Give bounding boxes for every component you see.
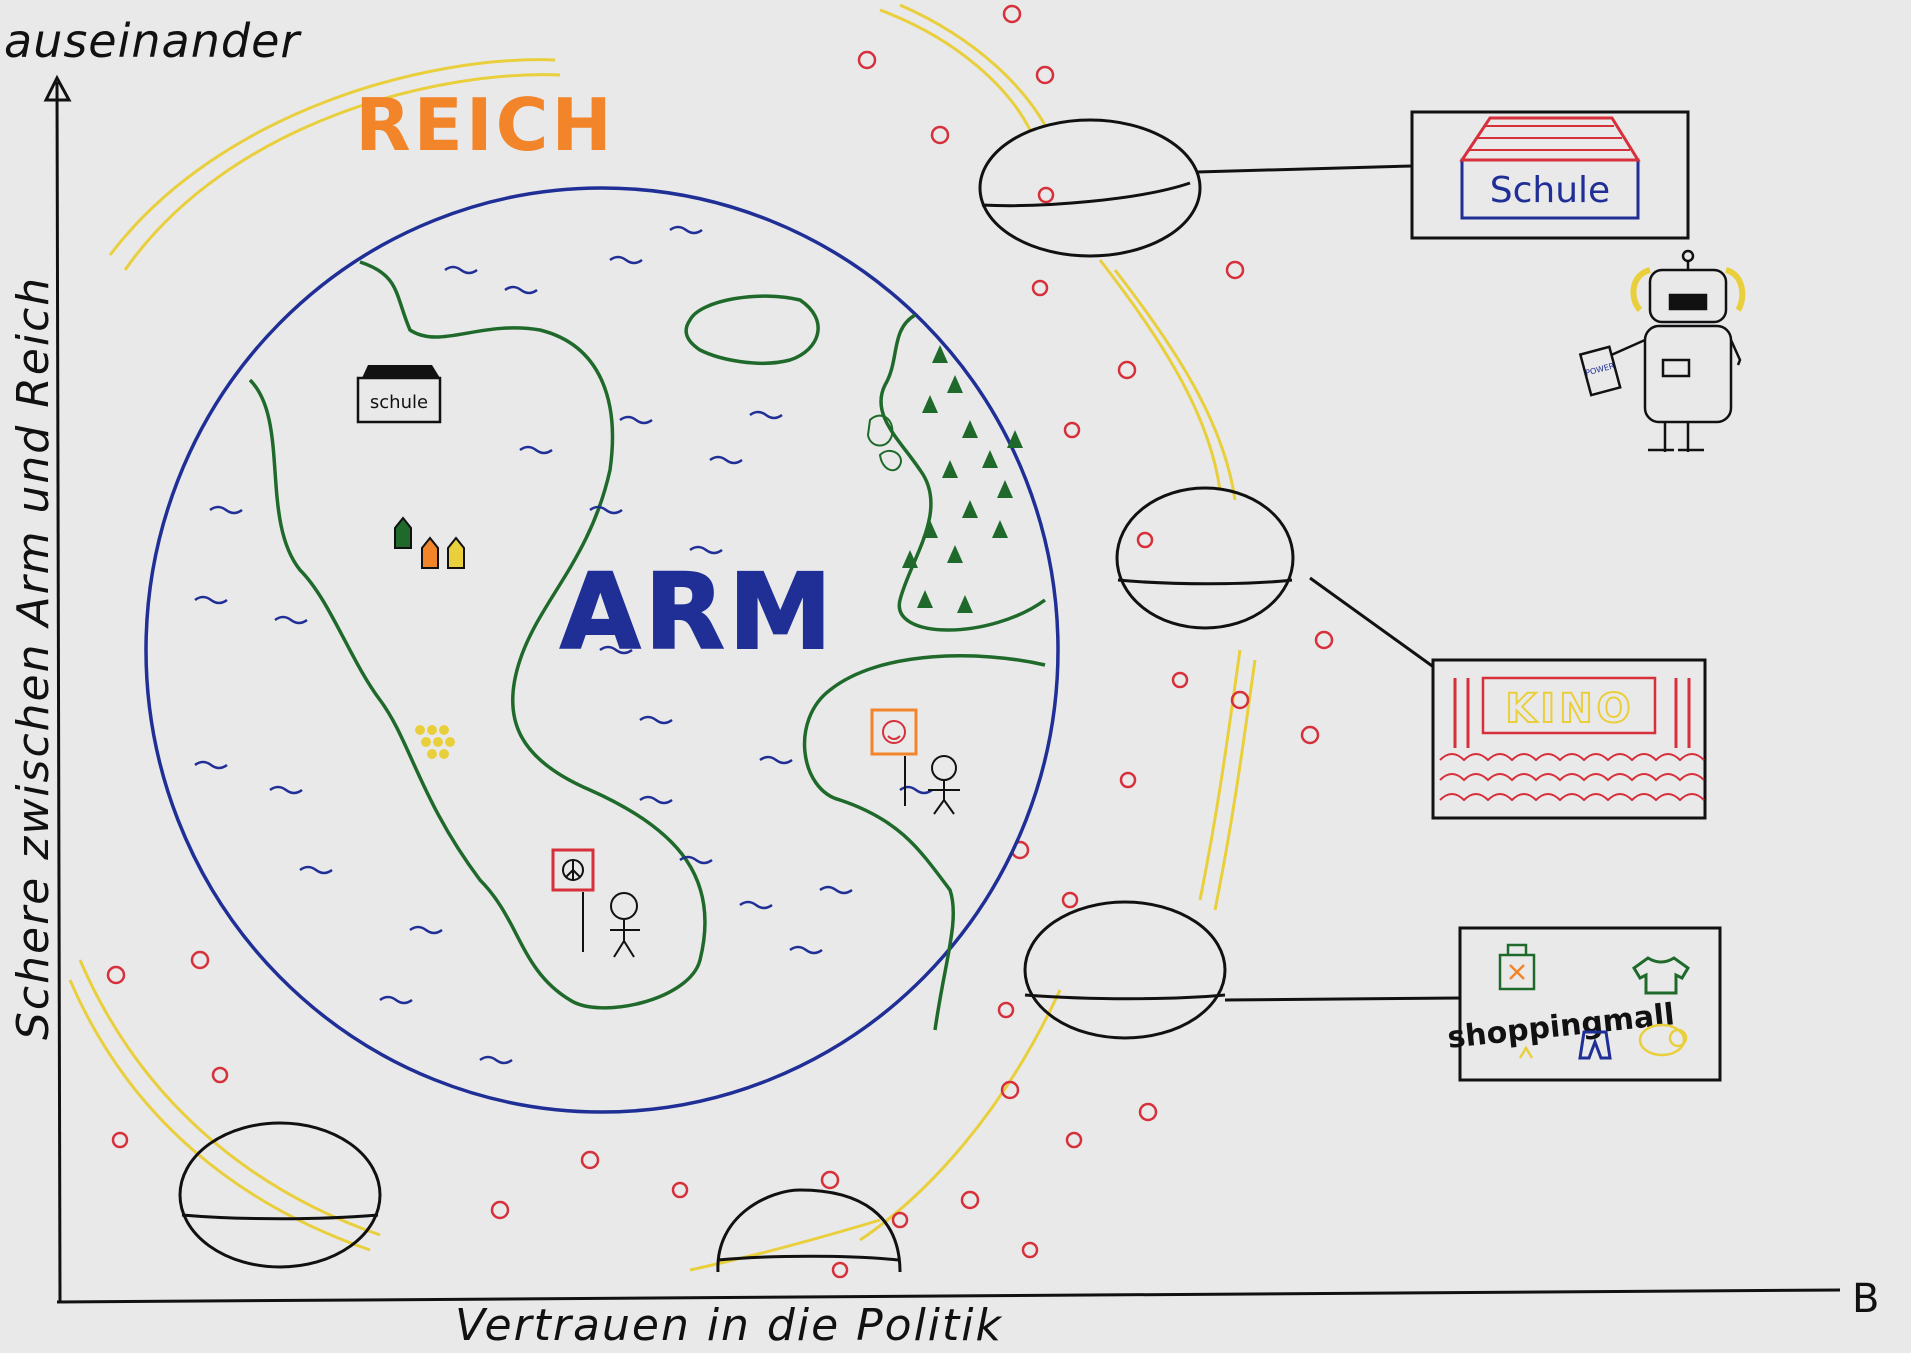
continent-left [248,260,707,1010]
schule-small-label: schule [370,392,428,413]
wheat-icon [415,725,455,759]
stones [178,118,1295,1273]
continent-right [802,654,1046,1031]
y-axis [43,74,72,1303]
stone-lower [1023,900,1227,1040]
pants-icon [1578,1030,1612,1060]
tshirt-icon [1632,956,1690,995]
globe: schule ARM [144,186,1060,1114]
x-axis-label: Vertrauen in die Politik [455,1300,1003,1351]
stone-middle [1115,486,1295,630]
schule-box-label: Schule [1490,170,1610,211]
shoe-icon [1518,1045,1534,1059]
orbit-lines [68,3,1257,1272]
peace-sign-icon [551,848,640,958]
stone-bottom-center [716,1188,902,1273]
schule-box: Schule [1410,110,1690,240]
kino-box: KINO [1431,658,1707,820]
shopping-box: shoppingmall [1446,926,1722,1082]
stone-top [978,118,1202,258]
x-axis-arrow-letter: B [1852,1276,1880,1322]
arm-label: ARM [560,551,836,673]
island [684,294,820,366]
stone-bottom-left [178,1121,382,1269]
robot-icon: POWER [1578,249,1746,452]
y-axis-label: Schere zwischen Arm und Reich [8,275,59,1040]
x-axis [56,1288,1841,1304]
shopping-bag-icon [1498,943,1536,991]
smiley-sign-icon [870,708,960,815]
house-icon [394,516,465,569]
forest-land [879,313,1047,632]
tree-icon [902,345,1023,613]
schule-small: schule [356,365,442,424]
kino-label: KINO [1505,686,1634,732]
y-axis-top-label: auseinander [4,14,301,68]
connectors [1196,164,1461,1002]
red-dots [106,4,1334,1279]
small-islands [866,414,902,472]
accessory-icon [1638,1023,1688,1057]
reich-label: REICH [355,83,615,167]
